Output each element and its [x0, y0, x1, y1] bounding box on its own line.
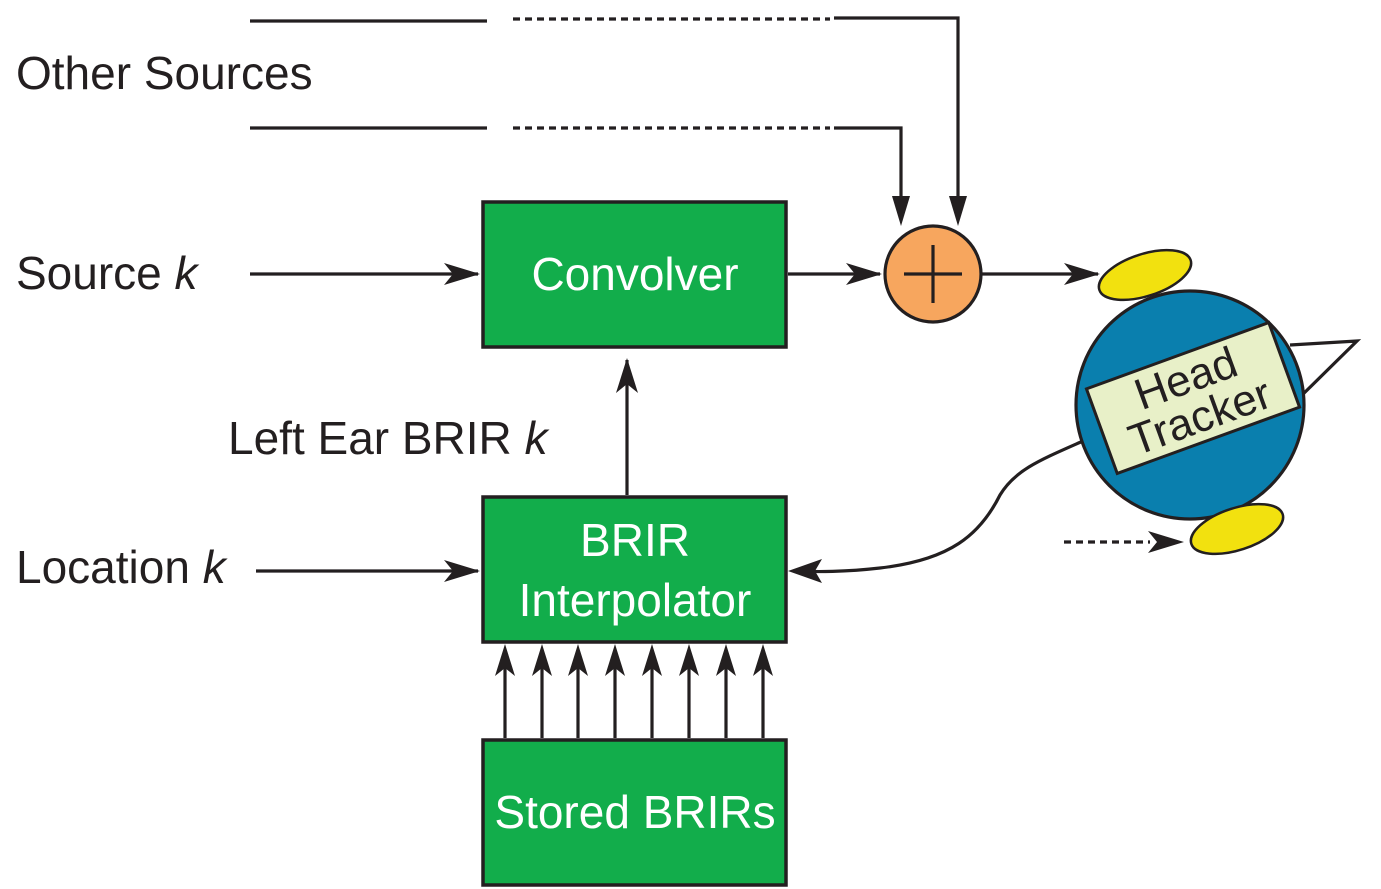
stored-brir-arrowhead-6: [679, 644, 699, 676]
head-tracker-box: [1084, 320, 1302, 476]
other-source-bottom-to-summer-wire: [834, 126, 903, 212]
stored-brir-arrowhead-1: [495, 644, 515, 676]
stored-brir-arrowhead-2: [532, 644, 552, 676]
head-tracker-cable: [799, 439, 1084, 574]
stored-brir-arrows: [495, 644, 773, 738]
left-ear-headphone: [1097, 248, 1193, 302]
stored-brirs-box: [481, 738, 788, 887]
source-k-group: Source k: [16, 247, 480, 299]
location-k-label: Location k: [16, 541, 228, 593]
right-channel-arrowhead: [1148, 531, 1184, 553]
brir-interpolator-line1: BRIR: [580, 514, 690, 566]
stored-brir-arrowhead-5: [642, 644, 662, 676]
stored-brirs-label: Stored BRIRs: [494, 786, 775, 838]
stored-brir-arrowhead-3: [568, 644, 588, 676]
stored-brir-arrowhead-7: [716, 644, 736, 676]
convolver-label: Convolver: [531, 248, 738, 300]
source-k-label: Source k: [16, 247, 200, 299]
stored-brir-arrowhead-8: [753, 644, 773, 676]
other-sources-label: Other Sources: [16, 47, 313, 99]
other-source-top-to-summer-wire: [834, 16, 960, 212]
convolver-box: [481, 200, 788, 349]
convolver-block: Convolver: [481, 200, 788, 349]
brir-interpolator-box: [481, 495, 788, 644]
stored-brirs-block: Stored BRIRs: [481, 738, 788, 887]
other-source-top-arrowhead: [949, 196, 967, 226]
right-ear-headphone: [1189, 502, 1285, 556]
listener-head: Head Tracker: [1074, 248, 1362, 556]
head-tracker-cable-arrowhead: [788, 559, 822, 583]
left-ear-brir-label: Left Ear BRIR k: [228, 412, 550, 464]
interpolator-to-convolver-arrowhead: [616, 358, 638, 393]
other-sources-group: Other Sources: [16, 16, 967, 226]
brir-interpolator-block: BRIR Interpolator: [481, 495, 788, 644]
location-k-group: Location k: [16, 541, 480, 593]
brir-interpolator-line2: Interpolator: [519, 574, 752, 626]
stored-brir-arrowhead-4: [605, 644, 625, 676]
summer-node: [883, 224, 983, 324]
other-source-bottom-arrowhead: [892, 196, 910, 226]
head-nose: [1289, 339, 1362, 405]
